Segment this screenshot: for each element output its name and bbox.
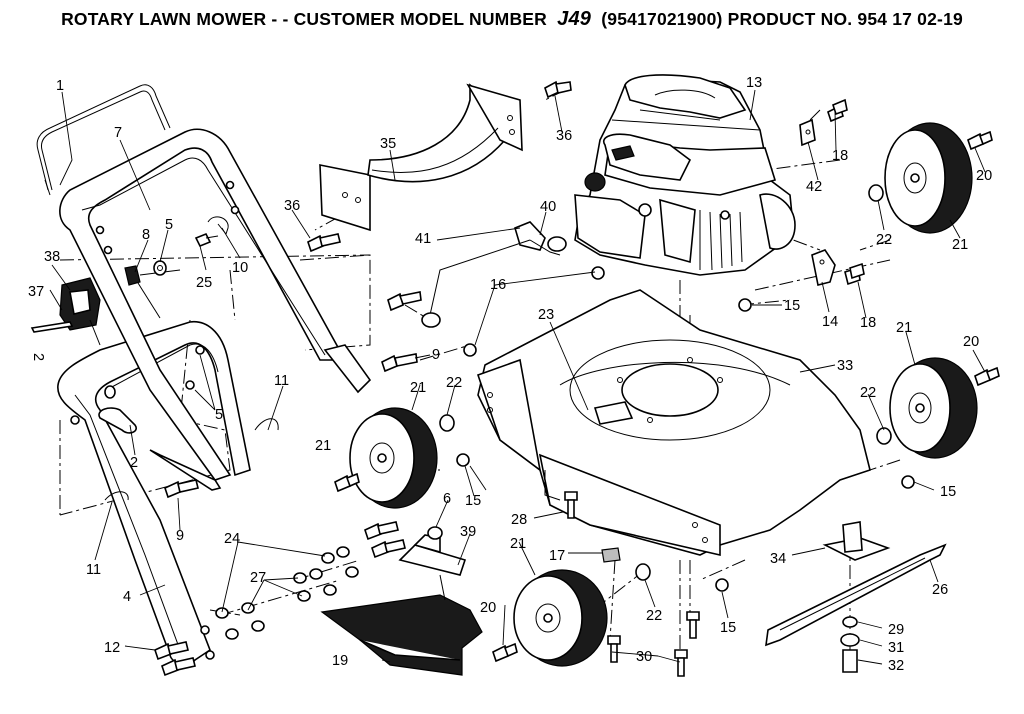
callout-20-bottom: 20: [480, 600, 496, 616]
callout-31: 31: [888, 640, 904, 656]
callout-15-left: 15: [465, 493, 481, 509]
callout-21-lower-left: 21: [315, 438, 331, 454]
callout-15-right: 15: [940, 484, 956, 500]
callout-16: 16: [490, 277, 506, 293]
callout-9-lower: 9: [176, 528, 184, 544]
callout-23: 23: [538, 307, 554, 323]
callout-2: 2: [130, 455, 138, 471]
callout-21-top: 21: [952, 237, 968, 253]
upper-handle: [59, 128, 372, 491]
title-prefix: ROTARY LAWN MOWER - - CUSTOMER MODEL NUM…: [61, 9, 548, 29]
part-callouts: 1 7 38 37 8 5 25 10 36 35 36 40 41 16 13…: [28, 75, 992, 674]
callout-19: 19: [332, 653, 348, 669]
wheel-rear-left: [513, 569, 608, 667]
callout-21-bottom: 21: [510, 536, 526, 552]
callout-27: 27: [250, 570, 266, 586]
control-bail: [36, 84, 171, 196]
callout-28: 28: [511, 512, 527, 528]
callout-29: 29: [888, 622, 904, 638]
callout-35: 35: [380, 136, 396, 152]
callout-20-right: 20: [963, 334, 979, 350]
washers-knobs: [215, 546, 359, 640]
callout-21-right: 21: [896, 320, 912, 336]
callout-1: 1: [56, 78, 64, 94]
height-adjuster-rod: [387, 221, 605, 357]
callout-5-lower: 5: [215, 407, 223, 423]
callout-20-top: 20: [976, 168, 992, 184]
callout-9-top: 9: [432, 347, 440, 363]
title-model-number: J49: [557, 8, 592, 30]
callout-32: 32: [888, 658, 904, 674]
callout-22-right: 22: [860, 385, 876, 401]
baffle-bolts: [307, 80, 572, 253]
rear-deflector: [320, 526, 483, 676]
mower-deck: [476, 289, 871, 557]
callout-12: 12: [104, 640, 120, 656]
callout-5: 5: [165, 217, 173, 233]
callout-11-top: 11: [274, 373, 289, 389]
callout-18-bottom: 18: [860, 315, 876, 331]
wheel-front-left: [349, 407, 438, 509]
callout-36-left: 36: [284, 198, 300, 214]
callout-22-top: 22: [876, 232, 892, 248]
callout-25: 25: [196, 275, 212, 291]
callout-18-top: 18: [832, 148, 848, 164]
callout-21-left: 21: [410, 380, 426, 396]
throttle-control: [30, 265, 181, 346]
callout-37: 37: [28, 284, 44, 300]
callout-24: 24: [224, 531, 240, 547]
wheel-rear-right: [889, 357, 978, 459]
cable-ties: [104, 418, 279, 501]
leader-lines: [49, 89, 986, 665]
blade-assembly: [765, 521, 947, 673]
callout-38: 38: [44, 249, 60, 265]
callout-7: 7: [114, 125, 122, 141]
callout-14: 14: [822, 314, 838, 330]
callout-15-engine: 15: [784, 298, 800, 314]
callout-33: 33: [837, 358, 853, 374]
callout-42: 42: [806, 179, 822, 195]
callout-10: 10: [232, 260, 248, 276]
callout-26: 26: [932, 582, 948, 598]
callout-22-left: 22: [446, 375, 462, 391]
handle-bolts: [154, 353, 418, 677]
handle-hardware: [98, 216, 229, 434]
lower-handle: [57, 320, 251, 665]
callout-8: 8: [142, 227, 150, 243]
title-product-number: (95417021900) PRODUCT NO. 954 17 02-19: [601, 9, 963, 29]
engine-brackets: [799, 98, 865, 286]
callout-36-top: 36: [556, 128, 572, 144]
baffle-shield: [319, 83, 523, 232]
callout-34: 34: [770, 551, 786, 567]
callout-17: 17: [549, 548, 565, 564]
wheel-front-right: [884, 122, 973, 234]
callout-4: 4: [123, 589, 131, 605]
diagram-title: ROTARY LAWN MOWER - - CUSTOMER MODEL NUM…: [0, 8, 1024, 31]
callout-22-bottom: 22: [646, 608, 662, 624]
callout-39: 39: [460, 524, 476, 540]
callout-15-bottom: 15: [720, 620, 736, 636]
callout-40: 40: [540, 199, 556, 215]
callout-13: 13: [746, 75, 762, 91]
deck-bolts: [564, 491, 700, 677]
callout-30: 30: [636, 649, 652, 665]
wheel-hardware: [334, 130, 1000, 663]
callout-41: 41: [415, 231, 431, 247]
side-mark: 2: [30, 353, 46, 361]
callout-11-lower: 11: [86, 562, 101, 578]
callout-6: 6: [443, 491, 451, 507]
engine: [574, 74, 796, 276]
